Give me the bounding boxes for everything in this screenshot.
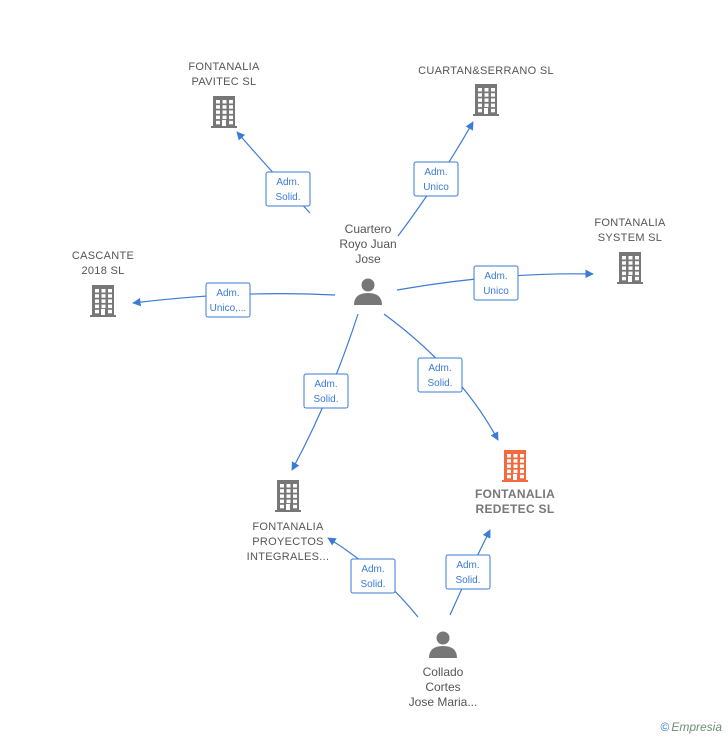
company-label: FONTANALIA (594, 217, 666, 229)
person-label: Jose Maria... (409, 695, 478, 709)
edge-label-text: Adm. (216, 288, 239, 299)
brand-name: Empresia (671, 720, 722, 734)
edge-label[interactable]: Adm. Solid. (417, 357, 463, 393)
company-label: PAVITEC SL (192, 76, 257, 88)
edge-cuartero-cuartan: Adm. Unico (397, 121, 474, 237)
building-icon (90, 285, 116, 317)
edge-label-box (303, 373, 349, 409)
edge-collado-proyectos: Adm. Solid. (327, 537, 419, 618)
edge-label-text: Adm. (361, 564, 384, 575)
building-icon (211, 96, 237, 128)
edge-collado-redetec: Adm. Solid. (445, 529, 491, 616)
edge-label-box (417, 357, 463, 393)
building-icon (275, 480, 301, 512)
edge-label-box (350, 558, 396, 594)
edge-label-text: Adm. (314, 379, 337, 390)
company-node-pavitec[interactable]: FONTANALIA PAVITEC SL (188, 61, 260, 128)
person-label: Cortes (425, 680, 460, 694)
person-label: Cuartero (345, 222, 392, 236)
edge-label-text: Unico (423, 182, 449, 193)
company-node-system[interactable]: FONTANALIA SYSTEM SL (594, 217, 666, 284)
building-icon (502, 450, 528, 482)
nodes-layer: FONTANALIA PAVITEC SL CUARTAN&SERRANO SL FO… (72, 61, 666, 709)
company-label: CASCANTE (72, 250, 134, 262)
person-label: Collado (423, 665, 464, 679)
copyright-icon: © (660, 720, 670, 734)
edge-label-text: Adm. (276, 177, 299, 188)
building-icon (473, 84, 499, 116)
edge-cuartero-pavitec: Adm. Solid. (236, 131, 311, 214)
edge-label-text: Solid. (275, 192, 300, 203)
edge-cuartero-system: Adm. Unico (396, 265, 594, 301)
company-node-proyectos[interactable]: FONTANALIA PROYECTOS INTEGRALES... (247, 480, 330, 563)
edge-cuartero-cascante: Adm. Unico,... (132, 282, 336, 318)
edge-label-box (413, 161, 459, 197)
edges-layer: Adm.Solid.Adm.UnicoAdm.UnicoAdm.Unico,..… (132, 121, 594, 618)
edge-label-box (265, 171, 311, 207)
edge-label-text: Solid. (313, 394, 338, 405)
edge-label-text: Solid. (427, 378, 452, 389)
edge-label-text: Adm. (484, 271, 507, 282)
person-label: Jose (355, 252, 381, 266)
company-label: 2018 SL (81, 265, 124, 277)
company-label: REDETEC SL (475, 502, 554, 516)
edge-label-text: Adm. (424, 167, 447, 178)
edge-label-text: Solid. (455, 575, 480, 586)
edge-cuartero-redetec: Adm. Solid. (383, 313, 499, 441)
edge-label-text: Adm. (428, 363, 451, 374)
edge-label[interactable]: Adm. Unico (473, 265, 519, 301)
company-label: SYSTEM SL (598, 232, 662, 244)
edge-label-text: Unico (483, 286, 509, 297)
company-label: FONTANALIA (188, 61, 260, 73)
edge-label-box (445, 554, 491, 590)
edge-label[interactable]: Adm. Solid. (350, 558, 396, 594)
edge-label[interactable]: Adm. Solid. (445, 554, 491, 590)
person-icon (429, 631, 457, 658)
edge-label[interactable]: Adm. Unico,... (205, 282, 251, 318)
edge-label-box (205, 282, 251, 318)
company-label: CUARTAN&SERRANO SL (418, 65, 554, 77)
edge-label-text: Adm. (456, 560, 479, 571)
company-label: FONTANALIA (252, 521, 324, 533)
person-label: Royo Juan (339, 237, 396, 251)
brand-logo: ©Empresia (660, 720, 722, 734)
company-node-cascante[interactable]: CASCANTE 2018 SL (72, 250, 134, 317)
company-label: INTEGRALES... (247, 551, 330, 563)
company-label: PROYECTOS (252, 536, 324, 548)
edge-label-text: Unico,... (210, 303, 247, 314)
edge-label[interactable]: Adm. Solid. (265, 171, 311, 207)
edge-label[interactable]: Adm. Solid. (303, 373, 349, 409)
company-label: FONTANALIA (475, 487, 555, 501)
company-node-cuartan[interactable]: CUARTAN&SERRANO SL (418, 65, 554, 116)
edge-label[interactable]: Adm. Unico (413, 161, 459, 197)
edge-cuartero-proyectos: Adm. Solid. (291, 313, 359, 471)
edge-label-text: Solid. (360, 579, 385, 590)
edge-label-box (473, 265, 519, 301)
building-icon (617, 252, 643, 284)
person-icon (354, 278, 382, 305)
